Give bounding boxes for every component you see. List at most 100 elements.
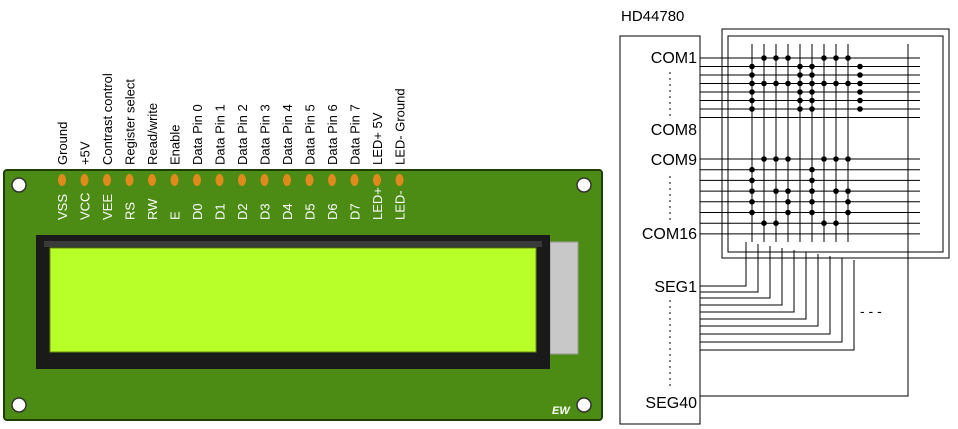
pin-code-2: VCC [78, 193, 93, 220]
chip-body [619, 35, 701, 425]
pin-pad-2 [80, 174, 89, 186]
char-bottom-right-dot [833, 220, 839, 226]
char-top-left-dot [797, 89, 803, 95]
char-bottom-left-dot [785, 156, 791, 162]
pin-code-4: RS [123, 202, 138, 220]
char-top-left-dot [749, 97, 755, 104]
char-top-right-dot [809, 80, 815, 87]
pin-code-12: D5 [303, 203, 318, 220]
mounting-hole-bottom-left [11, 397, 27, 413]
pin-code-9: D2 [235, 203, 250, 220]
char-top-right-dot [857, 63, 863, 70]
pin-code-14: D7 [348, 203, 363, 220]
pin-code-11: D4 [280, 203, 295, 220]
char-top-left-dot [773, 80, 779, 87]
pin-code-8: D1 [213, 203, 228, 220]
char-top-left-dot [797, 97, 803, 104]
char-top-right-dot [857, 89, 863, 95]
pin-code-15: LED+ [370, 187, 385, 220]
char-top-left-dot [797, 72, 803, 78]
pin-pad-16 [395, 174, 404, 186]
char-bottom-left-dot [749, 199, 755, 205]
chip-pin-labels: COM1 COM8 COM9 COM16 SEG1 SEG40 [642, 50, 697, 412]
char-bottom-left-dot [761, 220, 767, 226]
seg-wire-6 [700, 252, 807, 320]
com-label-8: COM8 [651, 122, 697, 139]
manufacturer-logo: EW [552, 405, 571, 417]
seg-wire-1 [700, 242, 747, 287]
mounting-hole-bottom-right [576, 397, 592, 413]
mounting-hole-top-right [576, 177, 592, 193]
char-top-left-dot [797, 106, 803, 112]
pin-code-7: D0 [190, 203, 205, 220]
char-top-left-dot [773, 55, 779, 61]
pin-description-6: Enable [168, 125, 183, 165]
pin-code-13: D6 [325, 203, 340, 220]
char-bottom-right-dot [809, 166, 815, 173]
char-bottom-left-dot [749, 188, 755, 194]
char-top-right-dot [821, 55, 827, 61]
char-top-right-dot [821, 80, 827, 87]
char-bottom-left-dot [749, 166, 755, 173]
pin-description-15: LED+ 5V [370, 112, 385, 165]
char-bottom-right-dot [809, 199, 815, 205]
char-top-right-dot [809, 97, 815, 104]
char-bottom-left-dot [785, 188, 791, 194]
seg-wire-4 [700, 248, 783, 306]
char-top-right-dot [857, 106, 863, 112]
pin-pad-10 [260, 174, 269, 186]
pin-pad-7 [193, 174, 201, 186]
char-bottom-right-dot [845, 156, 851, 162]
char-bottom-right-dot [821, 156, 827, 162]
matrix-wiring [700, 44, 920, 397]
backlight-strip [549, 241, 579, 355]
pin-description-11: Data Pin 4 [280, 104, 295, 165]
char-top-right-dot [857, 72, 863, 78]
pin-pad-11 [283, 174, 291, 186]
lcd-screen [49, 247, 537, 353]
pin-description-13: Data Pin 6 [325, 104, 340, 165]
char-top-left-dot [785, 80, 791, 87]
char-top-right-dot [809, 72, 815, 78]
seg-wire-5 [700, 250, 795, 313]
char-bottom-left-dot [749, 209, 755, 216]
char-bottom-left-dot [749, 177, 755, 184]
pin-description-5: Read/write [145, 103, 160, 165]
seg-wire-3 [700, 246, 771, 299]
pin-pad-4 [125, 174, 134, 186]
pin-code-3: VEE [100, 194, 115, 220]
char-bottom-right-dot [809, 209, 815, 216]
hd44780-controller: HD44780 COM1 COM8 COM9 COM16 SEG1 SEG40 … [619, 8, 950, 425]
char-top-left-dot [797, 80, 803, 87]
pin-pad-12 [305, 174, 314, 186]
seg-wire-9 [700, 258, 843, 343]
pin-code-1: VSS [55, 194, 70, 220]
char-top-left-dot [761, 55, 767, 61]
char-top-right-dot [833, 80, 839, 87]
char-bottom-right-dot [833, 156, 839, 162]
seg-wire-40 [700, 258, 909, 397]
seg-label-40: SEG40 [645, 395, 697, 412]
char-top-right-dot [833, 55, 839, 61]
seg-wire-8 [700, 256, 831, 335]
bezel-inner-edge [44, 241, 542, 247]
char-bottom-right-dot [845, 209, 851, 216]
pin-pad-6 [170, 174, 179, 186]
char-top-left-dot [761, 80, 767, 87]
pin-description-14: Data Pin 7 [348, 104, 363, 165]
pin-pad-1 [58, 174, 66, 186]
char-top-right-dot [809, 63, 815, 70]
char-top-left-dot [749, 63, 755, 70]
char-top-right-dot [857, 97, 863, 104]
pin-pad-8 [215, 174, 224, 186]
char-top-right-dot [809, 106, 815, 112]
pin-description-16: LED- Ground [393, 88, 408, 165]
char-top-left-dot [749, 72, 755, 78]
segment-continuation: - - - [860, 303, 882, 319]
chip-title: HD44780 [621, 8, 684, 25]
seg-wire-10 [700, 260, 855, 351]
char-top-left-dot [749, 89, 755, 95]
